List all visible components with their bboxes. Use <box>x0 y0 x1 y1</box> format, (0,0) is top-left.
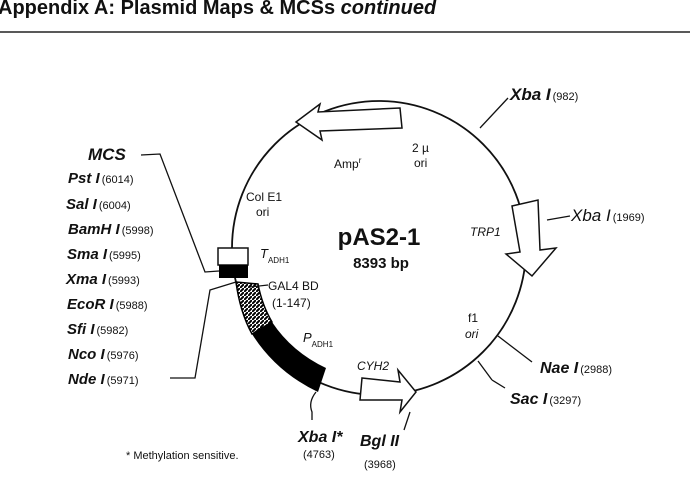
site-sac: Sac I(3297) <box>510 391 581 408</box>
mcs-item: Pst I(6014) <box>68 170 133 187</box>
mcs-item: Nde I(5971) <box>68 371 138 388</box>
mcs-item: Sal I(6004) <box>66 196 131 213</box>
mcs-item: EcoR I(5988) <box>67 296 147 313</box>
site-xba-982: Xba I(982) <box>509 85 578 104</box>
gal4bd-leader <box>249 284 269 288</box>
mcs-bracket-top <box>140 153 220 273</box>
site-xba-4763-pos: (4763) <box>303 449 335 461</box>
mcs-list: Pst I(6014) Sal I(6004) BamH I(5998) Sma… <box>65 170 153 388</box>
mcs-item: Nco I(5976) <box>68 346 138 363</box>
mcs-item: BamH I(5998) <box>68 221 153 238</box>
cyh2-arrow <box>359 367 417 415</box>
amp-label: Ampr <box>334 156 362 171</box>
trp1-arrow <box>504 199 558 278</box>
sac-leader-2 <box>491 379 506 389</box>
trp1-label: TRP1 <box>470 225 501 239</box>
gal4bd-label: GAL4 BD(1-147) <box>268 279 319 310</box>
xba4763-leader <box>310 391 317 420</box>
site-nae: Nae I(2988) <box>540 360 612 377</box>
mcs-bracket-bottom <box>170 281 237 379</box>
xba1969-leader <box>546 215 571 221</box>
t-adh1-label: TADH1 <box>260 246 290 265</box>
site-bgl-pos: (3968) <box>364 459 396 471</box>
mcs-item: Xma I(5993) <box>65 271 140 288</box>
mcs-title: MCS <box>88 145 126 164</box>
footnote: * Methylation sensitive. <box>126 450 239 462</box>
sac-leader <box>477 360 493 381</box>
t-adh1-box <box>217 247 249 266</box>
xba982-leader <box>479 97 509 129</box>
plasmid-size: 8393 bp <box>353 255 409 272</box>
mcs-item: Sfi I(5982) <box>67 321 128 338</box>
page-title: Appendix A: Plasmid Maps & MCSs continue… <box>0 0 437 19</box>
bgl-leader <box>403 411 411 431</box>
p-adh1-segment <box>252 322 326 392</box>
p-adh1-label: PADH1 <box>303 330 334 349</box>
plasmid-name: pAS2-1 <box>338 224 421 251</box>
site-xba-1969: Xba I(1969) <box>570 206 645 225</box>
nae-leader <box>497 335 533 363</box>
site-xba-4763: Xba I* <box>297 429 343 446</box>
amp-arrow <box>294 102 403 142</box>
mcs-item: Sma I(5995) <box>67 246 141 263</box>
cyh2-label: CYH2 <box>357 359 389 373</box>
site-bgl: Bgl II <box>360 433 400 450</box>
mcs-box <box>219 265 248 278</box>
